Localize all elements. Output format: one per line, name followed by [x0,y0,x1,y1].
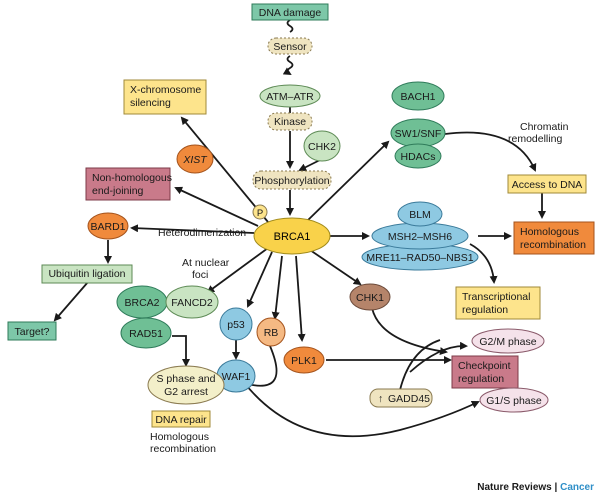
mre11-label: MRE11–RAD50–NBS1 [366,252,473,264]
s-phase-label-1: S phase and [157,373,216,385]
s-phase-node [147,365,225,405]
g1s-label: G1/S phase [486,395,542,407]
journal-name: Nature Reviews [477,482,552,493]
chk1-label: CHK1 [356,292,384,304]
g1s-node [479,387,549,413]
fancd2-label: FANCD2 [171,297,213,309]
phospho-p-label: P [257,208,263,219]
transcriptional-box [455,286,541,320]
connectors [53,19,546,438]
bach1-label: BACH1 [400,91,435,103]
phospho-p-badge [252,204,268,220]
hom-recomb-box [513,221,595,255]
hdacs-label: HDACs [400,151,435,163]
nhej-label-1: Non-homologous [92,172,172,184]
phosphorylation-node [252,170,332,190]
dna-damage-label: DNA damage [259,7,322,19]
bard1-node [87,212,129,240]
rad51-node [120,317,172,349]
sensor-label: Sensor [273,41,307,53]
chk1-node [349,283,391,311]
at-nuclear-label-1: At nuclear [182,257,230,269]
transcriptional-label-2: regulation [462,304,508,316]
gadd45-arrow: ↑ [378,393,383,405]
chromatin-label-2: remodelling [508,133,562,145]
gadd45-label: GADD45 [388,393,430,405]
p53-label: p53 [227,319,245,331]
sensor-node [267,37,313,55]
hom-recomb-label-1: Homologous [520,226,579,238]
ubiquitin-label: Ubiquitin ligation [48,268,125,280]
msh2-msh6-label: MSH2–MSH6 [388,231,452,243]
x-chromosome-label-2: silencing [130,97,171,109]
rad51-label: RAD51 [129,328,163,340]
hom-recomb-label-2: recombination [520,239,586,251]
chromatin-label-1: Chromatin [520,121,569,133]
checkpoint-box [451,355,519,389]
blm-label: BLM [409,209,431,221]
blm-node [397,201,443,227]
journal-credit: Nature Reviews | Cancer [477,482,594,493]
atm-atr-node [259,84,321,108]
atm-atr-label: ATM–ATR [266,91,314,103]
target-box [7,321,57,341]
chk2-node [303,130,341,162]
homologous-label-2: recombination [150,443,216,455]
phosphorylation-label: Phosphorylation [254,175,329,187]
journal-separator: | [552,482,560,493]
rb-node [256,317,286,347]
xist-label: XIST [182,154,208,166]
transcriptional-label-1: Transcriptional [462,291,530,303]
at-nuclear-label-2: foci [192,269,208,281]
g2m-label: G2/M phase [479,336,536,348]
hdacs-node [394,143,442,169]
dna-repair-label: DNA repair [155,414,207,426]
bard1-label: BARD1 [90,221,125,233]
dna-repair-box [151,410,211,428]
kinase-label: Kinase [274,116,306,128]
plk1-label: PLK1 [291,355,317,367]
p53-node [219,307,253,341]
xist-node [176,144,214,174]
fancd2-node [165,285,219,319]
s-phase-label-2: G2 arrest [164,386,208,398]
access-dna-label: Access to DNA [512,179,583,191]
ubiquitin-box [41,264,133,284]
heterodimerization-label: Heterodimerization [158,227,246,239]
kinase-node [267,112,313,131]
brca1-node [253,217,331,255]
homologous-label-1: Homologous [150,431,209,443]
journal-section: Cancer [560,482,594,493]
target-label: Target? [14,326,49,338]
brca2-label: BRCA2 [124,297,159,309]
rb-label: RB [264,327,279,339]
checkpoint-label-2: regulation [458,373,504,385]
chk2-label: CHK2 [308,141,336,153]
access-dna-box [507,174,587,194]
swi-snf-label: SW1/SNF [395,128,442,140]
gadd45-node [369,388,433,408]
g2m-node [471,328,545,354]
nhej-label-2: end-joining [92,185,144,197]
waf1-label: WAF1 [222,371,251,383]
brca1-label: BRCA1 [274,231,311,243]
bach1-node [391,81,445,111]
plk1-node [283,346,325,374]
x-chromosome-box [123,79,207,115]
x-chromosome-label-1: X-chromosome [130,84,201,96]
dna-damage-box [251,3,329,21]
nhej-box [85,167,171,201]
checkpoint-label-1: Checkpoint [458,360,511,372]
